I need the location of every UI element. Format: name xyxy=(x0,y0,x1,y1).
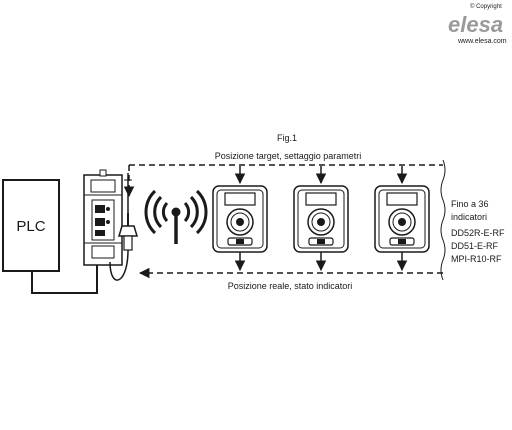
side-note-line-4: DD51-E-RF xyxy=(451,241,499,251)
brand-logo: elesa xyxy=(448,12,503,37)
device-display xyxy=(386,192,418,206)
device-knob-ring xyxy=(311,212,331,232)
device-led xyxy=(317,239,325,244)
plc-cable xyxy=(31,262,98,294)
plc-box: PLC xyxy=(2,179,60,272)
device-led xyxy=(236,239,244,244)
device-knob-ring xyxy=(392,212,412,232)
device-display xyxy=(224,192,256,206)
copyright-text: © Copyright xyxy=(470,3,502,10)
website-text: www.elesa.com xyxy=(457,38,507,45)
device-knob-ring xyxy=(230,212,250,232)
device-knob-center xyxy=(236,218,244,226)
device-knob-center xyxy=(317,218,325,226)
side-note-line-2: indicatori xyxy=(451,212,487,222)
indicator-device xyxy=(374,166,430,272)
indicator-devices xyxy=(212,166,430,272)
elesa-logo: © Copyright elesa www.elesa.com xyxy=(448,3,507,45)
break-line xyxy=(440,159,446,281)
side-note: Fino a 36 indicatori DD52R-E-RF DD51-E-R… xyxy=(451,199,505,264)
device-bezel xyxy=(216,189,264,249)
plc-label: PLC xyxy=(16,218,45,235)
wireless-signal-icon xyxy=(144,189,208,244)
device-knob-center xyxy=(398,218,406,226)
figure-label: Fig.1 xyxy=(277,133,297,143)
side-note-line-1: Fino a 36 xyxy=(451,199,489,209)
indicator-device xyxy=(212,166,268,272)
bottom-arrow-label: Posizione reale, stato indicatori xyxy=(228,281,353,291)
device-bezel xyxy=(297,189,345,249)
device-display xyxy=(305,192,337,206)
top-arrow-label: Posizione target, settaggio parametri xyxy=(215,151,362,161)
signal-bus xyxy=(128,164,443,279)
communication-unit xyxy=(83,169,123,266)
device-bezel xyxy=(378,189,426,249)
antenna xyxy=(109,173,139,281)
device-led xyxy=(398,239,406,244)
indicator-device xyxy=(293,166,349,272)
side-note-line-3: DD52R-E-RF xyxy=(451,228,505,238)
side-note-line-5: MPI-R10-RF xyxy=(451,254,502,264)
